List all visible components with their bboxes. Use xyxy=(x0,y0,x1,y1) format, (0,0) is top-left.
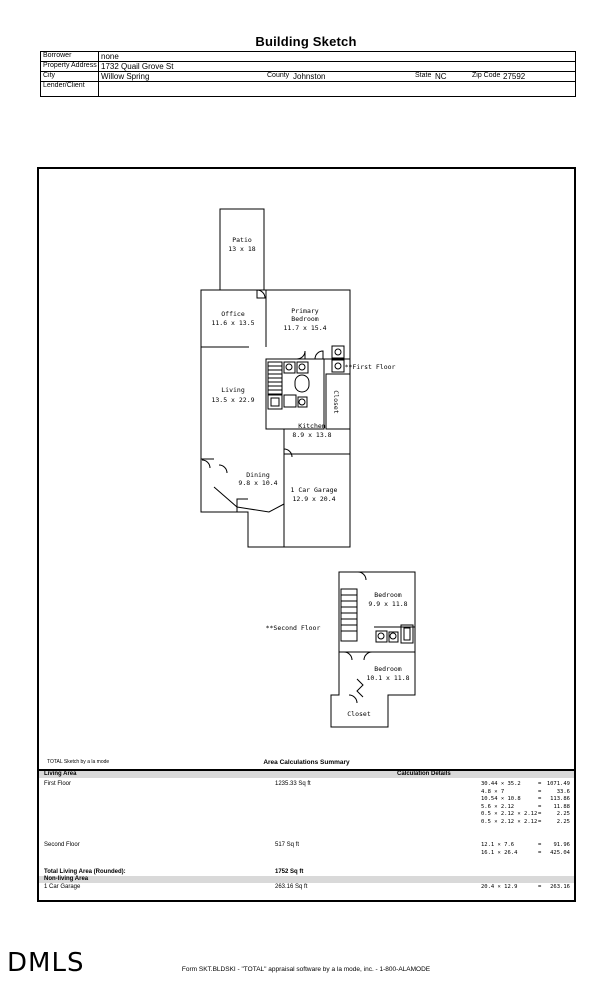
ff-calc-expr: 0.5 × 2.12 × 2.12 xyxy=(481,811,538,818)
room-label-closet-1: Closet xyxy=(332,390,340,414)
ff-calc-expr: 0.5 × 2.12 × 2.12 xyxy=(481,819,538,825)
sf-calc-eq: = xyxy=(538,842,542,848)
second-floor-area: 517 Sq ft xyxy=(275,842,300,848)
ff-calc-val: 1071.49 xyxy=(546,781,570,787)
area-summary-title: Area Calculations Summary xyxy=(263,759,350,766)
room-label-closet-2: Closet xyxy=(347,710,371,718)
header-row-borrower: Borrower none xyxy=(41,52,575,62)
room-label-living: Living xyxy=(221,386,245,394)
calc-details-label: Calculation Details xyxy=(397,771,451,777)
sf-calc-expr: 12.1 × 7.6 xyxy=(481,842,515,848)
ff-calc-val: 33.6 xyxy=(556,788,570,795)
first-floor-area: 1235.33 Sq ft xyxy=(275,781,311,787)
room-dim-primary: 11.7 x 15.4 xyxy=(283,324,326,332)
room-label-kitchen: Kitchen xyxy=(298,422,325,430)
sf-calc-val: 425.04 xyxy=(550,849,570,856)
room-dim-bedroom-1: 9.9 x 11.8 xyxy=(368,600,407,608)
sf-calc-val: 91.96 xyxy=(553,842,570,848)
ff-calc-val: 11.88 xyxy=(553,803,570,810)
garage-row-area: 263.16 Sq ft xyxy=(275,884,308,890)
second-floor-label: **Second Floor xyxy=(266,624,321,632)
room-dim-office: 11.6 x 13.5 xyxy=(211,319,254,327)
ff-calc-val: 2.25 xyxy=(556,819,570,825)
ff-calc-expr: 10.54 × 10.8 xyxy=(481,796,521,803)
sf-calc-eq: = xyxy=(538,849,542,856)
total-living-label: Total Living Area (Rounded): xyxy=(44,869,126,875)
borrower-value: none xyxy=(101,52,119,61)
room-label-bedroom-1: Bedroom xyxy=(374,591,401,599)
second-floor-row-label: Second Floor xyxy=(44,842,80,848)
room-dim-kitchen: 8.9 x 13.8 xyxy=(292,431,331,439)
living-area-band xyxy=(39,771,574,778)
room-dim-garage: 12.9 x 20.4 xyxy=(292,495,335,503)
ff-calc-eq: = xyxy=(538,781,542,787)
ff-calc-expr: 5.6 × 2.12 xyxy=(481,803,515,810)
first-floor-label: **First Floor xyxy=(345,363,396,371)
room-dim-patio: 13 x 18 xyxy=(228,245,255,253)
ff-calc-eq: = xyxy=(538,803,542,810)
sf-calc-expr: 16.1 × 26.4 xyxy=(481,849,518,856)
second-floor-outline xyxy=(330,571,416,728)
ff-calc-eq: = xyxy=(538,796,542,803)
living-area-label: Living Area xyxy=(44,771,77,777)
room-label-bedroom-2: Bedroom xyxy=(374,665,401,673)
borrower-label: Borrower xyxy=(43,52,72,59)
room-label-office: Office xyxy=(221,310,245,318)
non-living-band xyxy=(39,876,574,883)
city-value: Willow Spring xyxy=(101,72,150,81)
floor-plan-drawing: Patio 13 x 18 Office 11.6 x 13.5 Primary… xyxy=(200,208,416,728)
county-label: County xyxy=(267,72,290,79)
state-value: NC xyxy=(435,72,447,81)
ff-calc-eq: = xyxy=(538,788,542,795)
dmls-logo: DMLS xyxy=(7,948,85,978)
room-dim-bedroom-2: 10.1 x 11.8 xyxy=(366,674,409,682)
room-label-primary-2: Bedroom xyxy=(291,315,318,323)
ff-calc-expr: 30.44 × 35.2 xyxy=(481,781,521,787)
city-label: City xyxy=(43,72,56,79)
footer-text: Form SKT.BLDSKI - "TOTAL" appraisal soft… xyxy=(181,966,431,973)
garage-outline xyxy=(283,453,351,548)
first-floor-row-label: First Floor xyxy=(44,781,71,787)
state-label: State xyxy=(415,72,432,79)
zip-label: Zip Code xyxy=(472,72,501,79)
ff-calc-eq: = xyxy=(538,819,542,825)
total-living-value: 1752 Sq ft xyxy=(275,869,304,875)
room-label-dining: Dining xyxy=(246,471,270,479)
room-dim-dining: 9.8 x 10.4 xyxy=(238,479,277,487)
header-row-address: Property Address 1732 Quail Grove St xyxy=(41,62,575,72)
room-label-garage: 1 Car Garage xyxy=(291,486,338,494)
header-divider xyxy=(98,52,99,96)
room-label-patio: Patio xyxy=(232,236,252,244)
room-label-primary-1: Primary xyxy=(291,307,318,315)
room-dim-living: 13.5 x 22.9 xyxy=(211,396,254,404)
ff-calc-val: 2.25 xyxy=(556,811,570,818)
county-value: Johnston xyxy=(293,72,326,81)
ff-calc-val: 113.86 xyxy=(550,796,570,803)
page-title: Building Sketch xyxy=(255,34,357,49)
property-address-value: 1732 Quail Grove St xyxy=(101,62,174,71)
ff-calc-eq: = xyxy=(538,811,542,818)
total-sketch-credit: TOTAL Sketch by a la mode xyxy=(47,759,110,765)
lender-label: Lender/Client xyxy=(43,82,85,89)
area-calculations-table: Living Area Calculation Details First Fl… xyxy=(39,769,574,902)
header-row-lender: Lender/Client xyxy=(41,82,575,91)
zip-value: 27592 xyxy=(503,72,526,81)
ff-calc-expr: 4.8 × 7 xyxy=(481,788,505,795)
garage-calc-expr: 20.4 × 12.9 xyxy=(481,884,518,890)
garage-row-label: 1 Car Garage xyxy=(44,884,81,890)
garage-calc-eq: = xyxy=(538,884,542,890)
header-row-city: City Willow Spring County Johnston State… xyxy=(41,72,575,82)
garage-calc-val: 263.16 xyxy=(550,884,570,890)
sketch-frame: Patio 13 x 18 Office 11.6 x 13.5 Primary… xyxy=(37,167,576,902)
property-address-label: Property Address xyxy=(43,62,97,69)
non-living-label: Non-living Area xyxy=(44,876,89,882)
property-header-table: Borrower none Property Address 1732 Quai… xyxy=(40,51,576,97)
